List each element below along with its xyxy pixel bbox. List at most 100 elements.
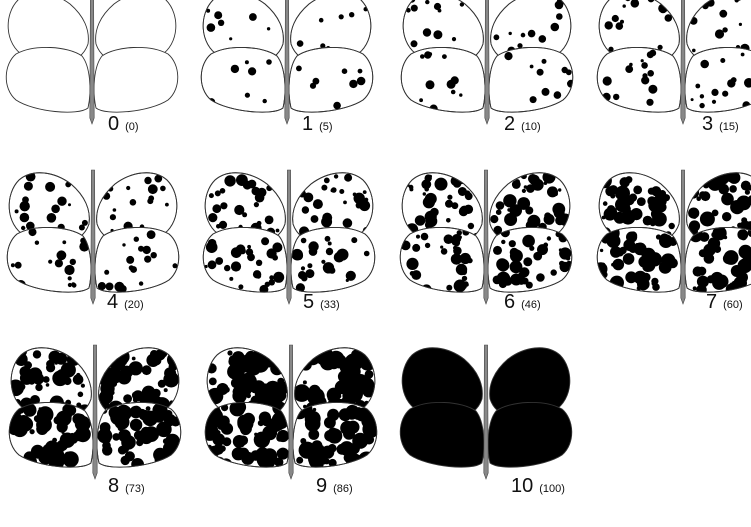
lesion-spot (503, 277, 512, 286)
lesion-spot (130, 419, 142, 431)
lesion-spot (294, 252, 303, 261)
lesion-spot (296, 66, 302, 72)
percent-value: (33) (320, 299, 340, 311)
stem (484, 170, 488, 304)
lesion-spot (634, 271, 648, 285)
lesion-spot (167, 455, 176, 464)
lesion-spot (46, 383, 50, 387)
lesion-spot (442, 54, 447, 59)
lesion-spot (311, 215, 319, 223)
lesion-spot (68, 276, 72, 280)
lesion-spot (343, 218, 353, 228)
lesion-spot (688, 182, 698, 192)
lesion-spot (363, 190, 367, 194)
lesion-spot (415, 215, 426, 226)
percent-value: (20) (124, 299, 144, 311)
lesion-spot (403, 283, 410, 290)
lesion-spot (293, 384, 311, 402)
lesion-spot (209, 102, 214, 107)
lesion-spot (712, 210, 719, 217)
lesion-spot (700, 94, 704, 98)
lesion-spot (166, 458, 172, 464)
lesion-spot (551, 23, 560, 32)
lesion-spot (163, 372, 179, 388)
lesion-spot (633, 186, 642, 195)
severity-stage-0 (6, 0, 178, 124)
lesion-spot (78, 392, 84, 398)
lesion-spot (139, 281, 143, 285)
lesion-spot (343, 201, 347, 205)
lesion-spot (72, 283, 77, 288)
lesion-spot (648, 188, 655, 195)
lesion-spot (113, 372, 123, 382)
lesion-spot (691, 98, 694, 101)
lesion-spot (339, 14, 344, 19)
percent-value: (73) (125, 483, 145, 495)
lesion-spot (665, 14, 673, 22)
lesion-spot (425, 215, 437, 227)
lesion-spot (104, 270, 109, 275)
score-label: 5(33) (303, 291, 340, 314)
lesion-spot (620, 20, 624, 24)
lesion-spot (262, 349, 277, 364)
lesion-spot (637, 286, 641, 290)
lesion-spot (254, 202, 259, 207)
lesion-spot (309, 247, 318, 256)
lesion-spot (739, 23, 742, 26)
lesion-spot (297, 40, 304, 47)
lesion-spot (56, 369, 67, 380)
lesion-spot (358, 452, 375, 469)
percent-value: (100) (539, 483, 565, 495)
score-value: 1 (302, 113, 313, 135)
lesion-spot (207, 23, 216, 32)
lesion-spot (227, 364, 242, 379)
lesion-spot (356, 202, 362, 208)
lesion-spot (272, 417, 282, 427)
lesion-spot (276, 229, 280, 233)
lesion-spot (515, 179, 520, 184)
lesion-spot (148, 195, 154, 201)
lesion-spot (11, 263, 15, 267)
lesion-spot (214, 11, 222, 19)
lesion-spot (599, 99, 602, 102)
lesion-spot (556, 13, 563, 20)
lesion-spot (554, 192, 558, 196)
lesion-spot (604, 208, 617, 221)
lesion-spot (49, 351, 61, 363)
lesion-spot (126, 186, 130, 190)
lesion-spot (426, 80, 435, 89)
lesion-spot (231, 261, 241, 271)
lesion-spot (249, 13, 257, 21)
lesion-spot (234, 205, 244, 215)
lesion-spot (68, 283, 72, 287)
lesion-spot (543, 171, 556, 184)
lesion-spot (70, 259, 76, 265)
lesion-spot (523, 257, 532, 266)
score-value: 0 (108, 113, 119, 135)
lesion-spot (49, 454, 65, 470)
lesion-spot (428, 52, 432, 56)
lesion-spot (206, 406, 221, 421)
lesion-spot (28, 367, 42, 381)
lesion-spot (601, 263, 605, 267)
lesion-spot (218, 20, 224, 26)
lesion-spot (224, 175, 235, 186)
lesion-spot (530, 96, 537, 103)
lesion-spot (82, 350, 88, 356)
lesion-spot (221, 423, 233, 435)
lesion-spot (269, 275, 274, 280)
lesion-spot (349, 12, 354, 17)
lesion-spot (708, 177, 722, 191)
lesion-spot (81, 384, 85, 388)
lesion-spot (313, 199, 323, 209)
lower-left-leaflet (6, 47, 90, 112)
lesion-spot (623, 253, 635, 265)
lesion-spot (48, 260, 52, 264)
lesion-spot (352, 433, 368, 449)
lesion-spot (57, 250, 67, 260)
percent-value: (46) (521, 299, 541, 311)
lesion-spot (409, 187, 413, 191)
lesion-spot (399, 280, 407, 288)
lesion-spot (152, 389, 161, 398)
lesion-spot (353, 193, 357, 197)
